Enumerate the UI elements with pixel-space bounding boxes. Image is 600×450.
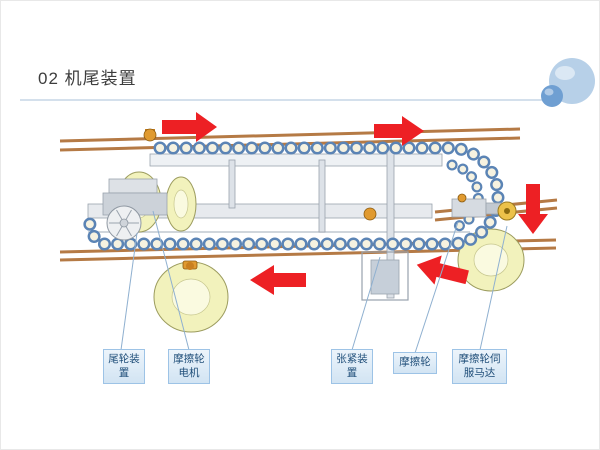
leader-tensioner (351, 256, 381, 351)
leader-friction-motor (152, 210, 190, 351)
flow-arrow-bottom-right-left (416, 255, 469, 285)
flow-arrow-top-left-right (162, 112, 217, 142)
page-title: 02 机尾装置 (38, 69, 137, 88)
flow-arrow-right-down (518, 184, 548, 234)
frame-structure (87, 149, 470, 299)
friction-wheel-bottom-hub (171, 278, 211, 316)
spoked-wheel-hub (119, 218, 129, 228)
servo-coupling (457, 193, 467, 203)
leader-friction-wheel (414, 221, 459, 354)
callout-friction-wheel: 摩擦轮 (393, 352, 437, 374)
tensioner-block (370, 259, 400, 295)
servo-motor-body (451, 198, 487, 218)
decoration-small-circle (541, 85, 563, 107)
leader-tail-wheel (120, 232, 138, 351)
tension-screw (363, 207, 377, 221)
corner-decoration (541, 58, 595, 107)
decoration-highlight (555, 66, 575, 80)
tail-gearbox-top (108, 178, 158, 194)
orange-fittings (143, 128, 517, 270)
flow-arrow-bottom-left (250, 265, 306, 295)
chain-loop-rollers (85, 144, 502, 248)
flow-arrow-top-right-right (374, 116, 424, 146)
friction-wheel-right-hub (473, 243, 509, 277)
leader-servo (479, 225, 508, 351)
roller-chain (83, 141, 505, 251)
callout-tensioning-device: 张紧装置 (331, 349, 373, 385)
callout-lines (120, 210, 508, 354)
top-track-beam (149, 153, 443, 167)
callout-tail-wheel-device: 尾轮装置 (103, 349, 145, 385)
bottom-wheel-bolt (186, 262, 194, 270)
drive-gear-hub (504, 208, 510, 214)
rail-top-1 (59, 127, 521, 143)
support-post (318, 159, 326, 233)
callout-friction-wheel-motor: 摩擦轮电机 (168, 349, 210, 385)
chain-curve-rollers (448, 161, 482, 232)
decoration-highlight (544, 88, 554, 96)
support-post (228, 159, 236, 209)
top-clamp (143, 128, 157, 142)
tensioner-bracket (361, 251, 409, 301)
tail-wheel-left2-hub (173, 189, 189, 219)
callout-friction-wheel-servo: 摩擦轮伺服马达 (452, 349, 507, 385)
front-machinery (102, 178, 502, 301)
flow-arrows (162, 112, 548, 295)
